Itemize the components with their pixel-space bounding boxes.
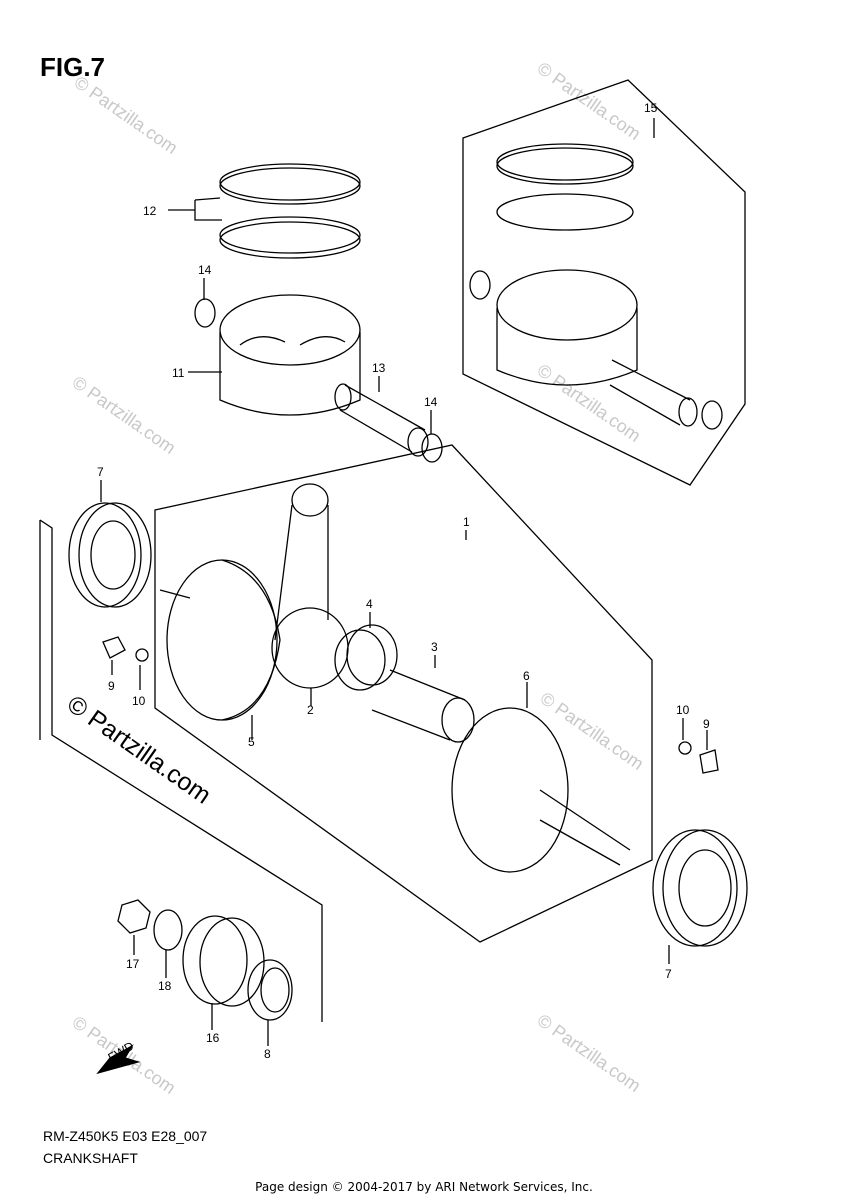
leader-lines xyxy=(100,118,708,1046)
connecting-rod xyxy=(271,483,349,689)
diagram-code: RM-Z450K5 E03 E28_007 xyxy=(43,1128,208,1144)
kit-piston-pin xyxy=(609,359,698,427)
crank-bearing xyxy=(652,829,748,947)
callout-10: 10 xyxy=(132,694,146,708)
callout-7: 7 xyxy=(665,967,672,981)
callout-6: 6 xyxy=(523,669,530,683)
crankshaft-left xyxy=(159,559,281,721)
callout-12: 12 xyxy=(143,204,157,218)
piston-pin-circlip xyxy=(194,298,216,328)
callout-10: 10 xyxy=(676,703,690,717)
diagram-name: CRANKSHAFT xyxy=(43,1150,138,1166)
primary-drive-gear xyxy=(182,915,265,1007)
kit-circlip xyxy=(469,270,491,300)
callout-7: 7 xyxy=(97,465,104,479)
kit-piston xyxy=(496,269,638,386)
callout-1: 1 xyxy=(463,515,470,529)
kit-circlip xyxy=(701,400,723,430)
crank-bearing xyxy=(68,502,152,608)
crank-pin xyxy=(371,669,475,743)
callout-18: 18 xyxy=(158,979,172,993)
crank-washer xyxy=(153,909,183,951)
fwd-arrow-icon xyxy=(96,1044,141,1075)
bearing-retainer-left xyxy=(102,636,149,662)
callout-2: 2 xyxy=(307,703,314,717)
callout-11: 11 xyxy=(172,366,185,380)
callout-14: 14 xyxy=(198,263,212,277)
callout-3: 3 xyxy=(431,640,438,654)
callout-9: 9 xyxy=(703,717,710,731)
callout-14: 14 xyxy=(424,395,438,409)
callout-4: 4 xyxy=(366,597,373,611)
callout-8: 8 xyxy=(264,1047,271,1061)
callout-9: 9 xyxy=(108,679,115,693)
piston-pin-circlip xyxy=(421,433,443,463)
callout-17: 17 xyxy=(126,957,140,971)
fig-title: FIG.7 xyxy=(40,52,106,82)
oil-seal xyxy=(247,959,293,1021)
copyright: Page design © 2004-2017 by ARI Network S… xyxy=(255,1180,593,1194)
piston xyxy=(219,294,361,416)
left-group-box xyxy=(39,519,323,1022)
kit-piston-rings xyxy=(496,143,634,231)
callout-16: 16 xyxy=(206,1031,220,1045)
piston-pin xyxy=(334,383,429,457)
piston-rings xyxy=(219,163,361,259)
bearing-retainer-right xyxy=(678,741,719,774)
callout-5: 5 xyxy=(248,735,255,749)
callouts: 12 14 11 13 14 15 7 1 4 3 6 9 10 2 5 10 … xyxy=(97,101,710,1061)
conrod-needle-bearing xyxy=(334,624,398,691)
crankshaft-assy-group-box xyxy=(154,444,653,943)
crank-nut xyxy=(117,899,151,934)
piston-kit-group-box xyxy=(462,79,746,486)
crankshaft-right xyxy=(451,707,631,873)
callout-15: 15 xyxy=(644,101,658,115)
callout-13: 13 xyxy=(372,361,386,375)
